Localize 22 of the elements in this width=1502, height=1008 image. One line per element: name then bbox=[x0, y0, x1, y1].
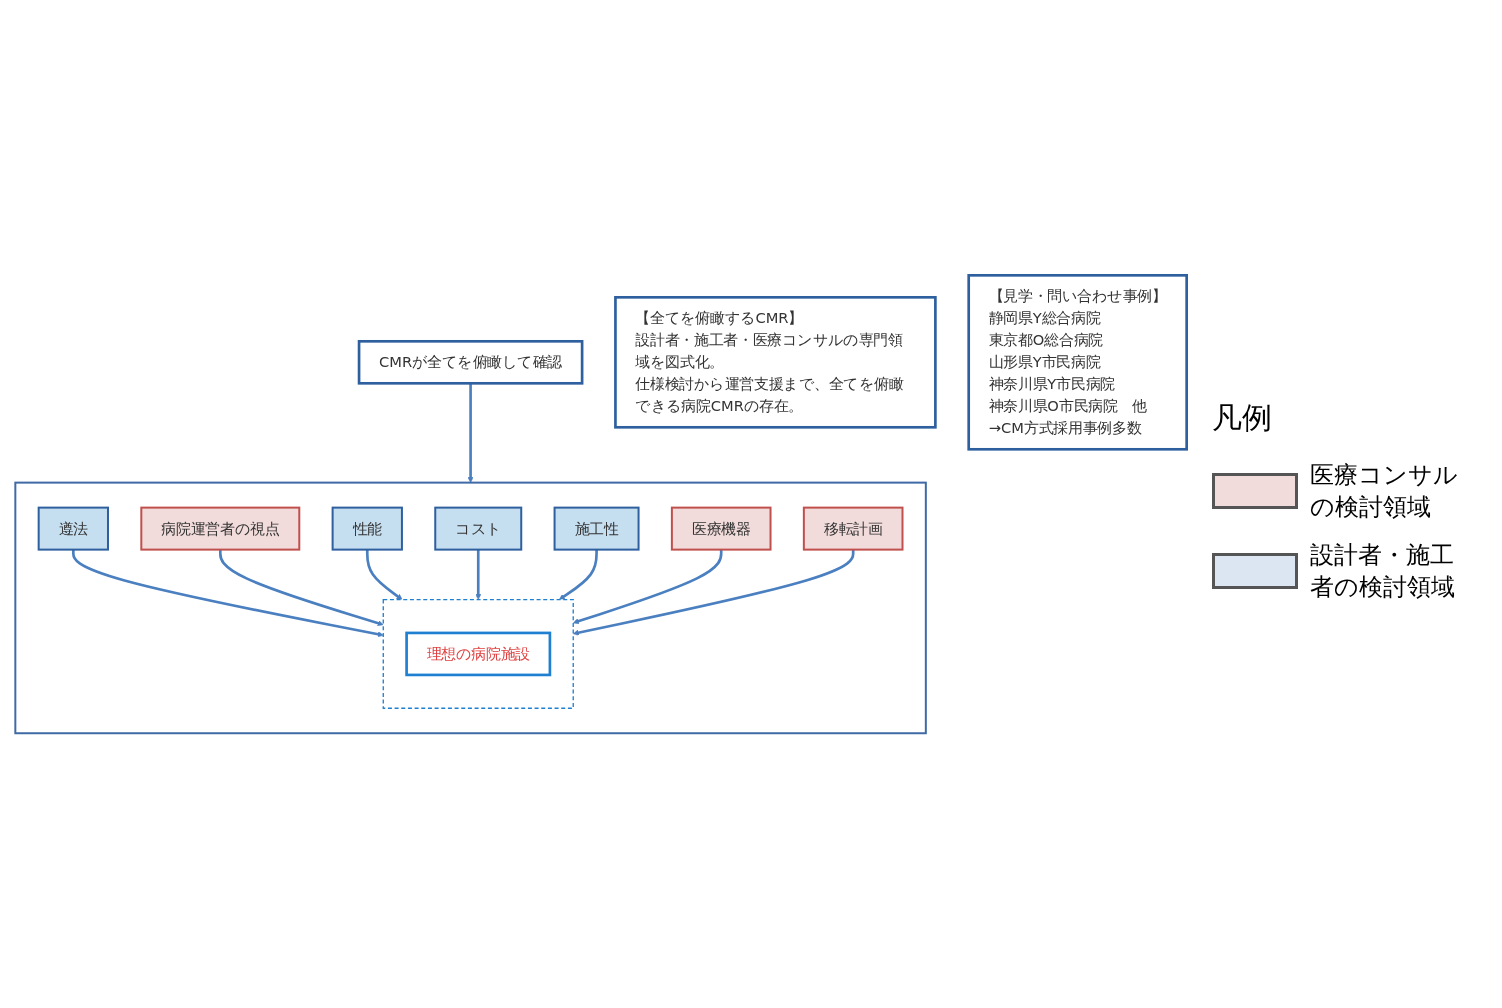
legend-heading: 凡例 bbox=[1212, 398, 1273, 437]
node-box: 遵法 bbox=[37, 506, 109, 551]
arrow bbox=[559, 549, 598, 600]
legend-text: 設計者・施工者の検討領域 bbox=[1310, 539, 1456, 603]
node-box: CMRが全てを俯瞰して確認 bbox=[357, 339, 584, 385]
legend-text: 医療コンサルの検討領域 bbox=[1310, 459, 1459, 523]
cluster bbox=[382, 598, 574, 709]
node-box: 医療機器 bbox=[670, 506, 772, 551]
node-box: 性能 bbox=[331, 506, 403, 551]
arrow bbox=[365, 549, 403, 600]
node-box: 病院運営者の視点 bbox=[140, 506, 301, 551]
arrow bbox=[467, 383, 474, 483]
node-box: 移転計画 bbox=[802, 506, 904, 551]
node-box: 【見学・問い合わせ事例】 静岡県Y総合病院 東京都O総合病院 山形県Y市民病院 神奈川県Y市民病院 神奈川県O市民病院 他 →CM方式採用事例多数 bbox=[967, 273, 1188, 451]
arrow bbox=[72, 549, 384, 637]
node-box: 【全てを俯瞰するCMR】 設計者・施工者・医療コンサルの専門領域を図式化。 仕様検討から運営支援まで、全てを俯瞰できる病院CMRの存在。 bbox=[614, 295, 937, 429]
arrow bbox=[218, 549, 384, 626]
node-box: コスト bbox=[434, 506, 523, 551]
cluster bbox=[14, 481, 927, 734]
node-box: 理想の病院施設 bbox=[405, 631, 552, 676]
node-box: 施工性 bbox=[553, 506, 640, 551]
arrow bbox=[475, 549, 482, 600]
